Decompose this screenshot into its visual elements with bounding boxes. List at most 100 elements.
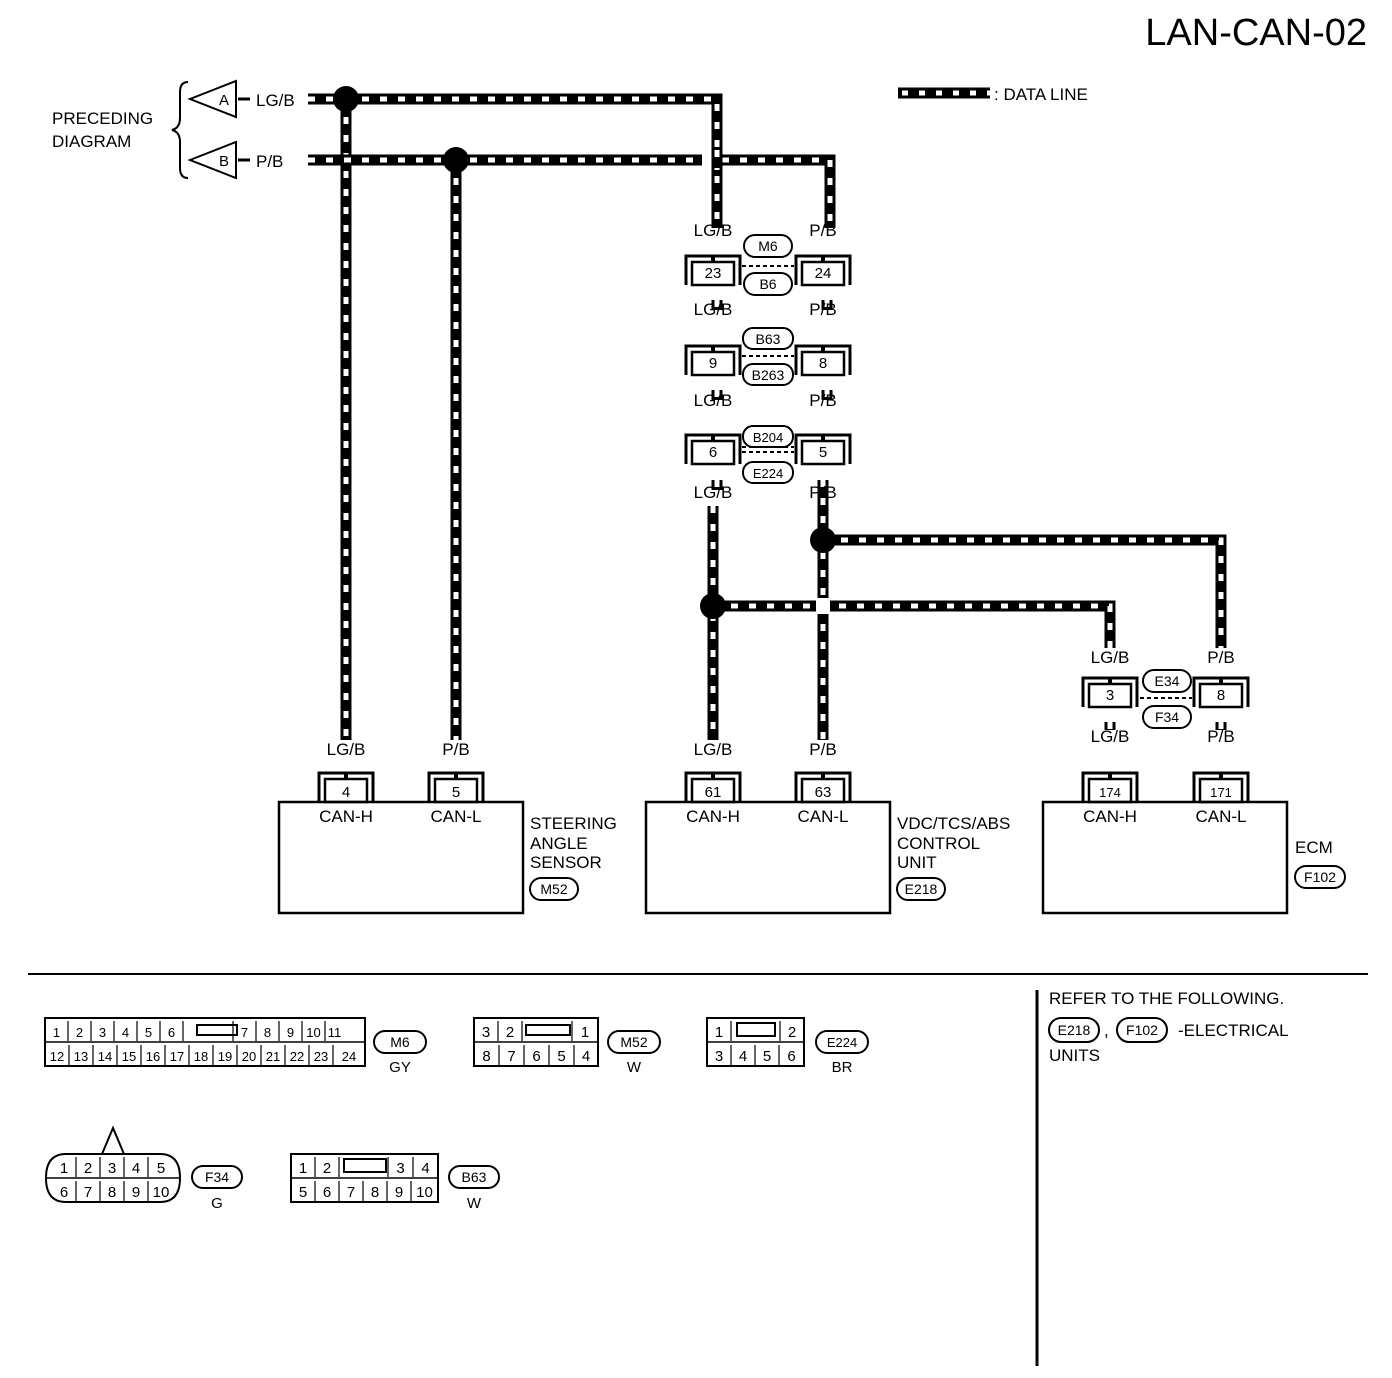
connector-color: BR [832,1059,853,1076]
unit-name: VDC/TCS/ABS [897,814,1010,833]
pin-number: 3 [715,1048,723,1065]
wire-label-pb: P/B [809,391,836,410]
pin-number: 4 [739,1048,747,1065]
connector-id: B263 [752,367,785,383]
pin-number: 10 [153,1184,170,1201]
pin-number: 5 [157,1160,165,1177]
preceding-diagram: PRECEDING DIAGRAM A LG/B B P/B [52,79,295,180]
pin-number: 8 [108,1184,116,1201]
pin-number: 6 [532,1048,540,1065]
vdc-tcs-abs-control-unit: 61 63 CAN-H CAN-L VDC/TCS/ABS CONTROL UN… [644,771,1010,915]
pin-number: 8 [371,1184,379,1201]
pin-number: 7 [507,1048,515,1065]
connector-id: E34 [1155,673,1180,689]
data-line-wire [308,154,836,228]
pin-number: 1 [581,1024,589,1041]
pin-number: 171 [1210,785,1232,800]
connector-color: G [211,1195,223,1212]
pin-number: 4 [132,1160,140,1177]
connector-id: E218 [1058,1022,1091,1038]
pin-number: 5 [763,1048,771,1065]
pin-number: 14 [98,1049,112,1064]
wire-label-lgb: LG/B [1091,727,1130,746]
pin-number: 8 [1217,687,1225,704]
pin-number: 3 [108,1160,116,1177]
wire-label-pb: P/B [1207,727,1234,746]
pin-number: 10 [306,1025,320,1040]
pin-number: 11 [328,1025,342,1040]
pin-number: 10 [416,1184,433,1201]
can-l-label: CAN-L [1195,807,1246,826]
pin-number: 24 [342,1049,356,1064]
pin-number: 8 [264,1025,271,1040]
pin-number: 4 [342,784,350,801]
connector-id: F102 [1304,869,1336,885]
pin-number: 22 [290,1049,304,1064]
connector-id: B63 [462,1169,487,1185]
arrow-b-icon [187,140,237,180]
pin-number: 2 [76,1025,83,1040]
arrow-b-color: P/B [256,152,283,171]
pin-number: 24 [815,265,832,282]
unit-name: UNIT [897,853,937,872]
pin-number: 6 [168,1025,175,1040]
connector-id: M52 [540,881,567,897]
pin-number: 23 [314,1049,328,1064]
refer-note: REFER TO THE FOLLOWING. E218 , F102 -ELE… [1048,989,1289,1065]
data-line-wire [713,600,1116,648]
pin-number: 7 [347,1184,355,1201]
arrow-b-letter: B [219,153,229,170]
wire-label-lgb: LG/B [694,221,733,240]
pin-number: 9 [287,1025,294,1040]
pin-number: 1 [715,1024,723,1041]
pin-number: 3 [99,1025,106,1040]
can-h-label: CAN-H [319,807,373,826]
pin-number: 19 [218,1049,232,1064]
pin-number: 7 [84,1184,92,1201]
pin-number: 1 [299,1160,307,1177]
splice-dot [700,593,726,619]
pin-number: 2 [506,1024,514,1041]
pin-number: 2 [84,1160,92,1177]
wire-labels: LG/B P/B LG/B P/B LG/B P/B LG/B P/B LG/B… [327,221,1235,759]
pin-number: 8 [482,1048,490,1065]
legend-label: : DATA LINE [994,85,1088,104]
pin-number: 18 [194,1049,208,1064]
can-l-label: CAN-L [430,807,481,826]
wire-label-lgb: LG/B [694,483,733,502]
connector-id: B6 [759,276,776,292]
pin-number: 1 [53,1025,60,1040]
ecm: 174 171 CAN-H CAN-L ECM F102 [1041,771,1346,915]
connector-color: GY [389,1059,411,1076]
wire-label-lgb: LG/B [694,391,733,410]
junction-b204-e224: 6 5 B204 E224 [684,425,852,484]
pin-number: 5 [145,1025,152,1040]
wire-label-pb: P/B [809,300,836,319]
preceding-label-2: DIAGRAM [52,132,131,151]
pin-number: 5 [819,444,827,461]
pin-number: 4 [122,1025,129,1040]
junction-b63-b263: 9 8 B63 B263 [684,327,852,386]
unit-name: ANGLE [530,834,588,853]
pin-number: 8 [819,355,827,372]
pin-number: 61 [705,784,722,801]
unit-name: CONTROL [897,834,980,853]
pin-number: 9 [395,1184,403,1201]
pin-number: 3 [1106,687,1114,704]
unit-name: SENSOR [530,853,602,872]
wire-label-lgb: LG/B [694,740,733,759]
wire-label-pb: P/B [1207,648,1234,667]
refer-text: -ELECTRICAL [1178,1021,1289,1040]
arrow-a-icon [187,79,237,119]
pin-number: 174 [1099,785,1121,800]
wire-label-lgb: LG/B [1091,648,1130,667]
pin-number: 2 [788,1024,796,1041]
connector-id: F34 [1155,709,1179,725]
can-h-label: CAN-H [1083,807,1137,826]
pin-number: 3 [396,1160,404,1177]
pin-number: 1 [60,1160,68,1177]
connector-id: E224 [753,466,783,481]
